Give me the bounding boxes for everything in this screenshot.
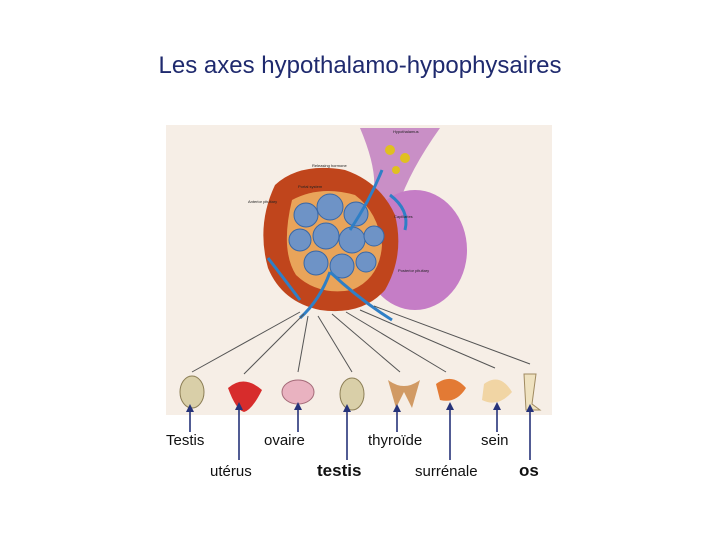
target-label-thyroide: thyroïde xyxy=(368,432,423,449)
label-releasing-hormone: Releasing hormone xyxy=(312,163,347,168)
testis-image xyxy=(179,375,205,409)
hypothalamus-shape xyxy=(360,128,440,206)
thyroid-image xyxy=(388,380,420,408)
label-portal-system: Portal system xyxy=(298,184,323,189)
target-label-ovaire: ovaire xyxy=(264,432,305,449)
target-organ-images xyxy=(179,373,542,412)
target-label-surrenale: surrénale xyxy=(415,463,478,480)
target-label-testis: Testis xyxy=(166,432,205,449)
breast-image xyxy=(482,379,512,403)
label-capillaries: Capillaries xyxy=(394,214,413,219)
label-anterior-pituitary: Anterior pituitary xyxy=(248,199,277,204)
adrenal-image xyxy=(436,378,466,401)
capillary-clusters xyxy=(288,193,385,279)
label-posterior-pituitary: Posterior pituitary xyxy=(398,268,429,273)
label-hypothalamus: Hypothalamus xyxy=(393,129,419,134)
page-title: Les axes hypothalamo-hypophysaires xyxy=(158,52,562,79)
testis-image-2 xyxy=(339,377,365,411)
uterus-image xyxy=(228,381,262,412)
ovary-image xyxy=(281,379,315,405)
hormone-arrows xyxy=(191,305,531,375)
neuron-cells xyxy=(385,145,410,174)
target-label-uterus: utérus xyxy=(210,463,252,480)
target-label-sein: sein xyxy=(481,432,509,449)
label-connectors xyxy=(189,410,531,460)
target-label-testis-2: testis xyxy=(317,461,362,480)
bone-image xyxy=(523,373,542,411)
label-arrowheads xyxy=(186,402,534,412)
target-label-os: os xyxy=(519,461,539,480)
